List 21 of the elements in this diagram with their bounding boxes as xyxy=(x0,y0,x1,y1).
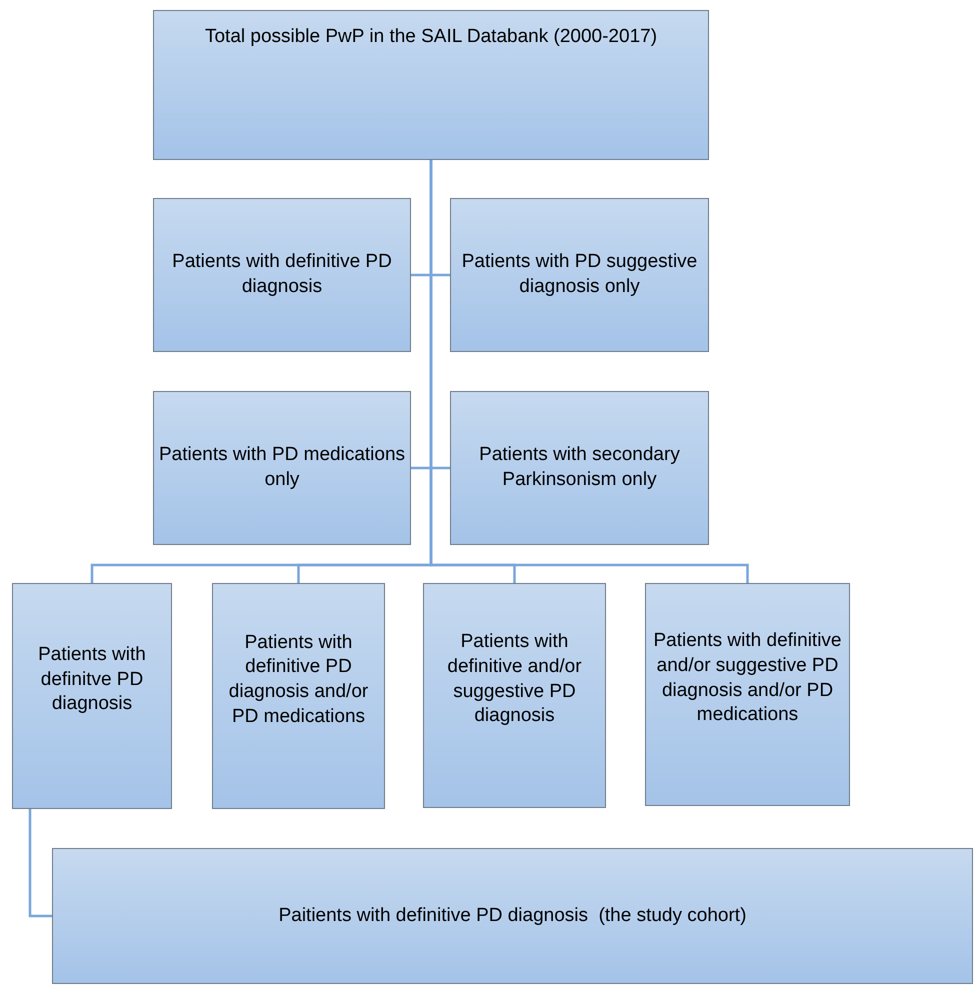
process-box xyxy=(153,391,411,545)
box-text: Patients with secondary Parkinsonism only xyxy=(478,443,681,492)
process-box xyxy=(645,583,850,806)
box-text: Patients with definitive PD diagnosis xyxy=(171,250,393,299)
box-text: Patients with definitive and/or suggestive PD diagnosis and/or PD medications xyxy=(652,629,842,728)
box-text: Paitients with definitive PD diagnosis (the study cohort) xyxy=(278,904,746,928)
process-box xyxy=(450,391,709,545)
box-text: Patients with definitive and/or suggestive PD diagnosis xyxy=(446,630,583,728)
process-box xyxy=(52,848,973,984)
box-text: Total possible PwP in the SAIL Databank (2000-2017) xyxy=(204,25,658,49)
process-box xyxy=(12,583,172,809)
process-box xyxy=(450,198,709,352)
process-box xyxy=(423,583,606,808)
process-box xyxy=(212,583,385,809)
box-text: Patients with PD medications only xyxy=(158,443,406,492)
process-box xyxy=(153,10,709,160)
box-text: Patients with PD suggestive diagnosis only xyxy=(460,250,698,299)
process-box xyxy=(153,198,411,352)
box-text: Patients with definitive PD diagnosis and/or PD medications xyxy=(228,630,370,729)
box-text: Patients with definitve PD diagnosis xyxy=(37,642,147,716)
connector-line xyxy=(28,809,52,918)
